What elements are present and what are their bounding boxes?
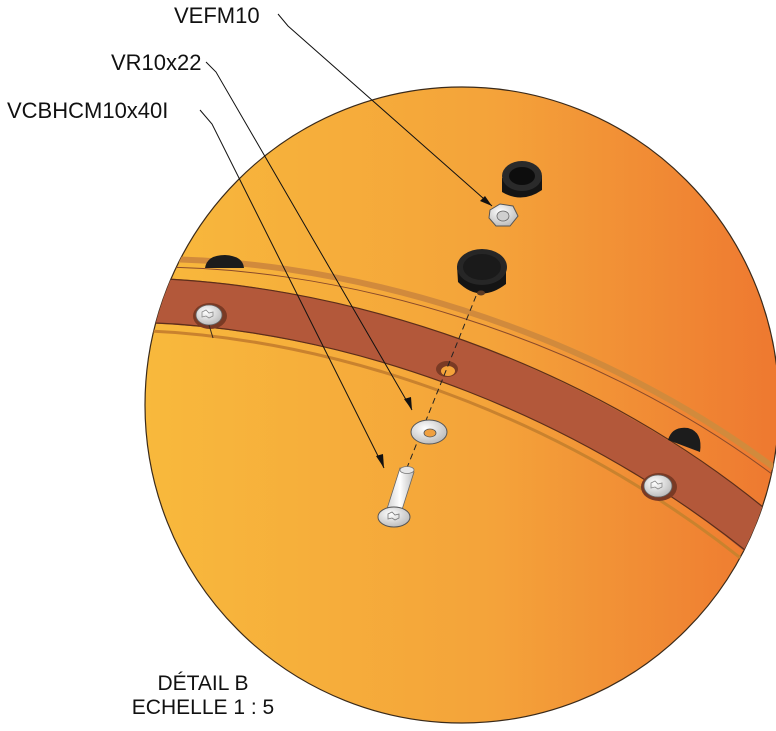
ring-screw-right [641, 473, 677, 501]
callout-screw-label: VCBHCM10x40I [7, 98, 169, 123]
rubber-foot-right [668, 427, 701, 452]
leader-line-washer [205, 61, 413, 411]
detail-scale: ECHELLE 1 : 5 [131, 696, 275, 719]
button-head-screw [377, 466, 415, 528]
callout-washer-label: VR10x22 [111, 50, 202, 75]
rubber-foot-left [205, 255, 244, 268]
circular-plate [144, 86, 776, 724]
detail-caption: DÉTAIL B ECHELLE 1 : 5 [128, 672, 278, 720]
hex-nut [488, 203, 519, 227]
ring-hole [436, 361, 458, 377]
rubber-foot-middle [457, 249, 507, 296]
detail-title: DÉTAIL B [157, 672, 249, 695]
flat-washer [410, 419, 448, 445]
leader-line-nut [277, 13, 493, 207]
assembly-axis [393, 295, 477, 501]
callout-nut-label: VEFM10 [174, 3, 260, 28]
rubber-foot-upper [502, 161, 542, 198]
leader-line-screw [199, 109, 385, 469]
ring-screw-left [193, 303, 227, 339]
